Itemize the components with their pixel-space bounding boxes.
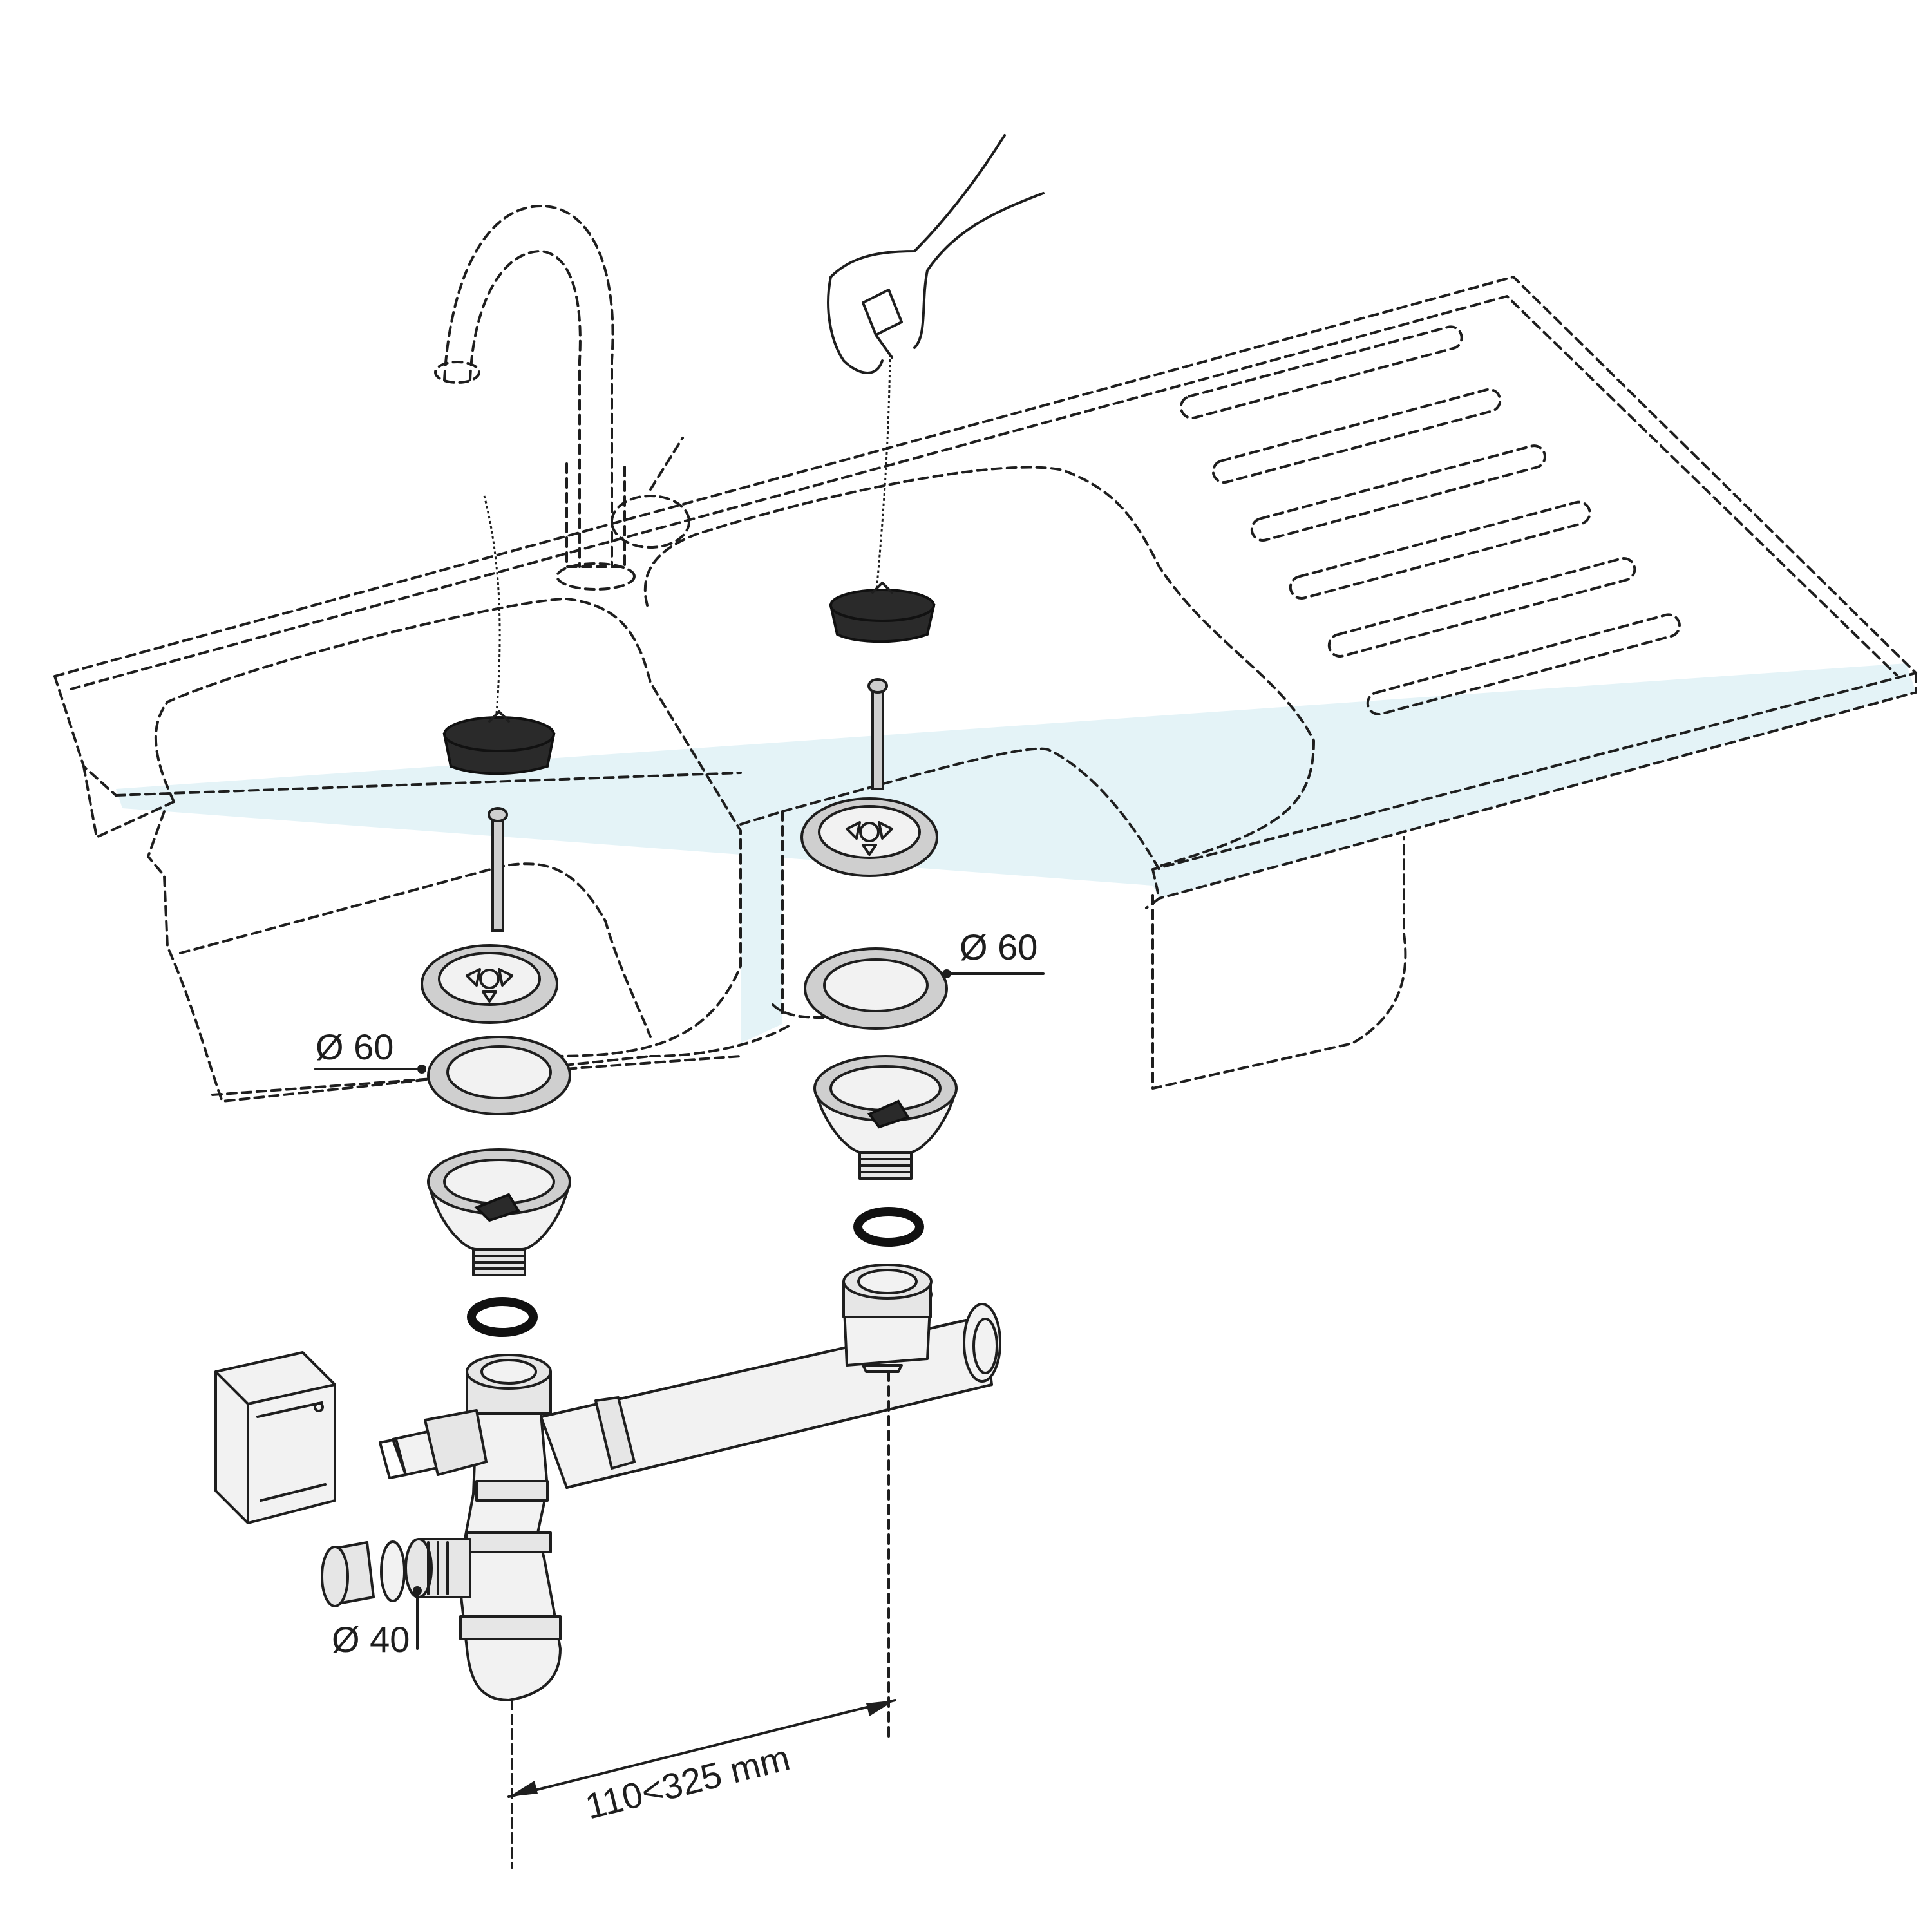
outlet-diameter-label: Ø 40 <box>332 1619 410 1660</box>
right-bolt-screw <box>867 678 888 790</box>
dimension-lines <box>314 969 1045 1869</box>
right-strainer-flange <box>800 797 938 877</box>
left-basket-strainer <box>427 1148 571 1276</box>
left-diameter-label: Ø 60 <box>316 1027 393 1067</box>
right-plug-stopper <box>829 582 936 643</box>
right-diameter-label: Ø 60 <box>960 927 1037 967</box>
drainboard-grooves <box>1179 325 1681 716</box>
siphon-pipe-assembly <box>321 1264 1001 1701</box>
left-o-ring <box>467 1297 538 1337</box>
left-seal-ring <box>427 1036 571 1115</box>
sink-outline <box>53 276 1917 1103</box>
right-basket-strainer <box>813 1055 958 1180</box>
left-drain-assembly <box>421 710 571 1337</box>
left-plug-stopper <box>442 710 556 775</box>
spacing-dimension-label: 110<325 mm <box>582 1737 794 1827</box>
right-drain-assembly <box>800 582 958 1247</box>
hand-illustration <box>827 134 1045 374</box>
faucet-outline <box>434 205 690 591</box>
left-bolt-screw <box>488 807 508 932</box>
washing-machine-icon <box>214 1351 336 1524</box>
right-seal-ring <box>804 947 948 1030</box>
chains <box>483 354 891 722</box>
left-strainer-flange <box>421 944 558 1024</box>
right-o-ring <box>853 1207 924 1247</box>
